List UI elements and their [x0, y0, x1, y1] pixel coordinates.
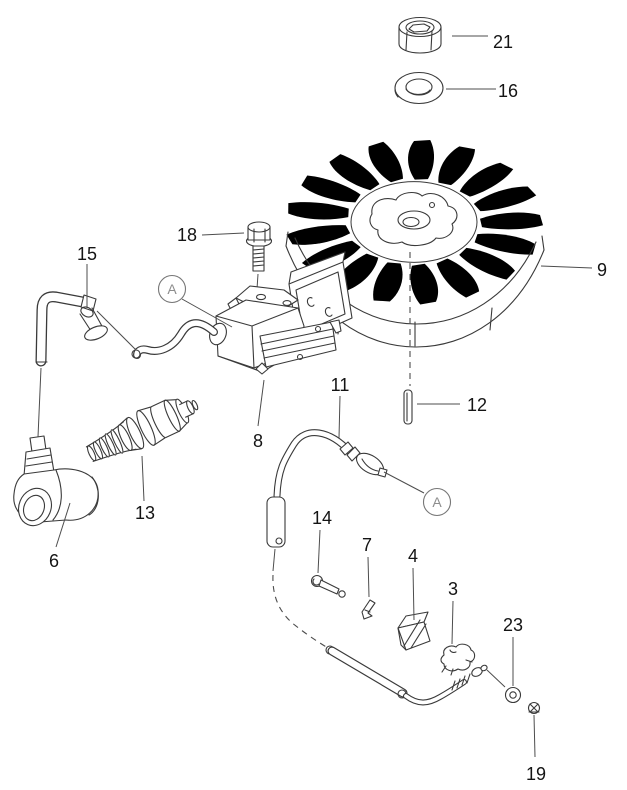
- callout-16[interactable]: 16: [498, 81, 518, 101]
- callout-14[interactable]: 14: [312, 508, 332, 528]
- callout-3[interactable]: 3: [448, 579, 458, 599]
- part-11-wire: [266, 429, 506, 706]
- callout-18[interactable]: 18: [177, 225, 197, 245]
- part-19-screw: [527, 701, 541, 715]
- ref-marker-a-right-label: A: [432, 494, 442, 510]
- part-23-washer: [504, 686, 522, 704]
- callout-19[interactable]: 19: [526, 764, 546, 784]
- callout-15[interactable]: 15: [77, 244, 97, 264]
- callout-13[interactable]: 13: [135, 503, 155, 523]
- spark-plug-lead-wire: [131, 319, 227, 359]
- callout-8[interactable]: 8: [253, 431, 263, 451]
- callout-11[interactable]: 11: [331, 375, 350, 395]
- callout-labels: 21 16 9 18 15 8 11 12 13 6 14 7 4 3 23 1…: [49, 32, 607, 784]
- part-3-grommet: [440, 643, 476, 676]
- ref-marker-a-left: A: [157, 274, 233, 328]
- part-13-spark-plug: [85, 398, 199, 462]
- part-21-flywheel-nut: [398, 16, 442, 54]
- leader-lines: [55, 35, 593, 758]
- callout-7[interactable]: 7: [362, 535, 372, 555]
- callout-6[interactable]: 6: [49, 551, 59, 571]
- callout-21[interactable]: 21: [493, 32, 513, 52]
- ref-marker-a-left-label: A: [167, 281, 177, 297]
- part-7-clip: [361, 599, 376, 620]
- ref-marker-a-right: A: [383, 471, 452, 517]
- part-8-ignition-coil: [215, 285, 342, 375]
- part-15-tube: [35, 291, 137, 438]
- part-14-pin: [310, 574, 346, 598]
- callout-9[interactable]: 9: [597, 260, 607, 280]
- part-18-bolt: [245, 221, 273, 290]
- callout-12[interactable]: 12: [467, 395, 487, 415]
- part-9-flywheel: [284, 138, 545, 386]
- part-16-washer: [394, 71, 444, 105]
- part-12-key: [403, 389, 413, 425]
- part-4-clamp: [397, 611, 431, 651]
- callout-4[interactable]: 4: [408, 546, 418, 566]
- callout-23[interactable]: 23: [503, 615, 523, 635]
- part-6-spark-plug-cap: [13, 435, 99, 527]
